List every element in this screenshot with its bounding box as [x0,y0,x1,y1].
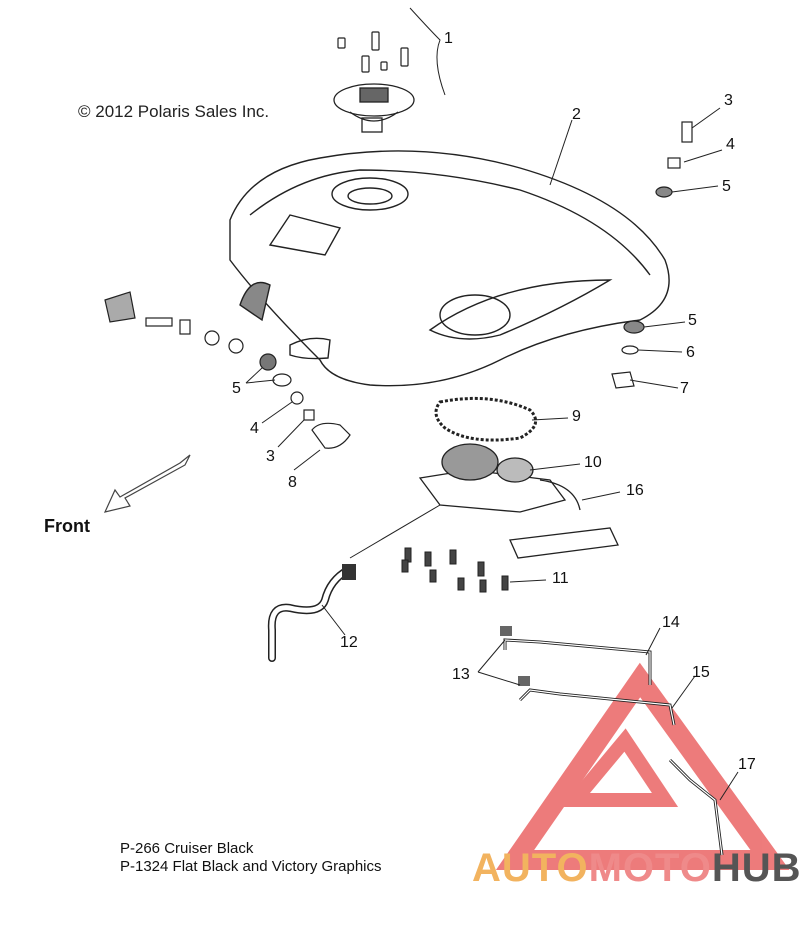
cap-bolts [337,31,409,73]
gas-cap [333,83,415,133]
callout-12: 12 [340,634,358,651]
callout-4b: 4 [250,420,259,437]
callout-16: 16 [626,482,644,499]
callout-5c: 5 [232,380,241,397]
fuel-tank [229,150,670,387]
callout-14: 14 [662,614,680,631]
front-arrow [103,454,191,513]
note-line-2: P-1324 Flat Black and Victory Graphics [120,858,382,875]
gasket [434,396,538,442]
left-hardware [104,291,351,449]
copyright-text: © 2012 Polaris Sales Inc. [78,102,270,121]
logo-part-moto: MOTO [588,846,712,890]
logo-triangle [495,662,790,870]
callout-8: 8 [288,474,297,491]
logo-part-hub: HUB [711,846,800,890]
leader-1 [409,7,446,96]
fuel-hose [267,566,352,662]
callout-2: 2 [572,106,581,123]
callout-5b: 5 [688,312,697,329]
paint-notes: P-266 Cruiser Black P-1324 Flat Black an… [120,840,382,876]
callout-3b: 3 [266,448,275,465]
callout-6: 6 [686,344,695,361]
watermark-logo: AUTOMOTOHUB [472,846,800,891]
right-hardware [611,121,693,389]
logo-part-auto: AUTO [472,846,589,890]
callout-7: 7 [680,380,689,397]
fitting-13b [518,676,530,686]
note-line-1: P-266 Cruiser Black [120,840,254,857]
leader-lines [245,107,739,801]
callout-9: 9 [572,408,581,425]
callout-15: 15 [692,664,710,681]
front-label: Front [44,516,90,536]
pump-bolts [401,547,509,593]
callout-10: 10 [584,454,602,471]
callout-4: 4 [726,136,735,153]
callout-11: 11 [552,570,569,587]
callout-3: 3 [724,92,733,109]
fitting-13a [500,626,512,636]
callout-5: 5 [722,178,731,195]
callout-1: 1 [444,30,453,47]
callout-13: 13 [452,666,470,683]
callout-17: 17 [738,756,756,773]
